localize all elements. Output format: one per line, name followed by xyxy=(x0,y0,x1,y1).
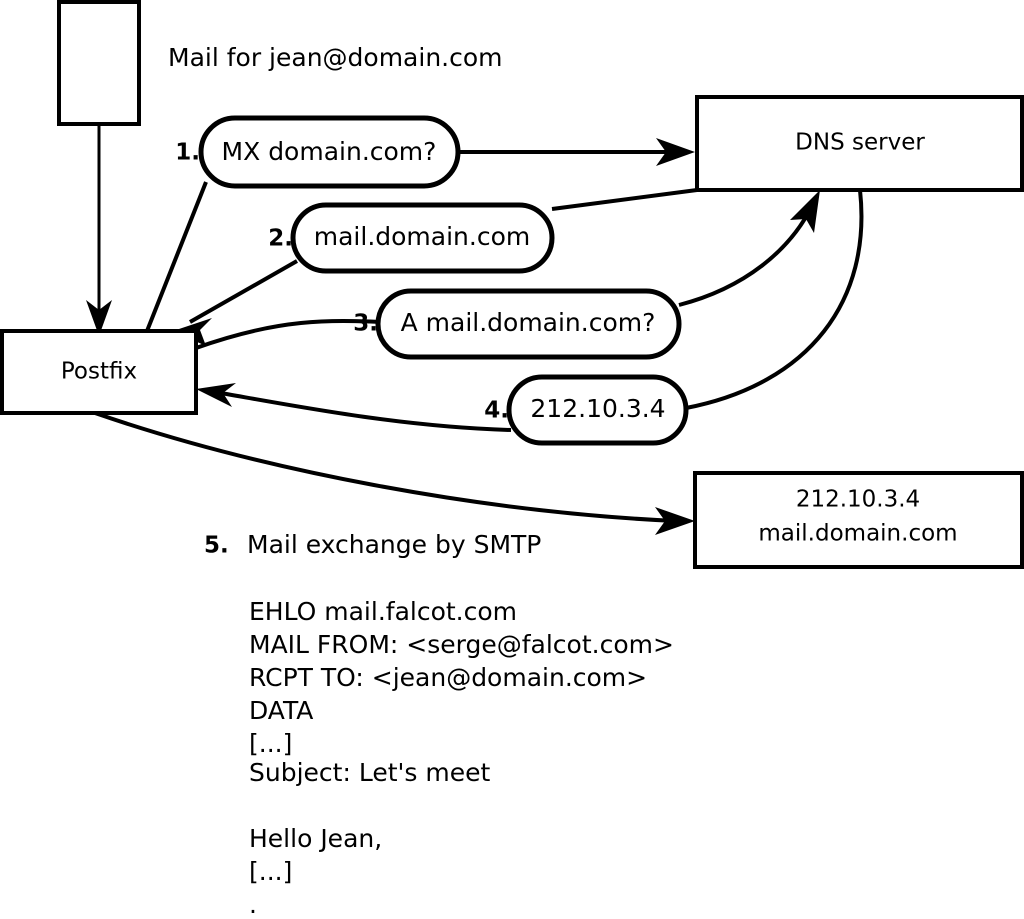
transcript-line-9: [...] xyxy=(249,857,292,886)
connector-dns-to-step4 xyxy=(685,189,864,410)
transcript-line-2: MAIL FROM: <serge@falcot.com> xyxy=(249,630,674,659)
step-bubble-3: A mail.domain.com? xyxy=(375,288,682,360)
step-bubble-4: 212.10.3.4 xyxy=(506,374,689,446)
node-target-host-label: mail.domain.com xyxy=(758,521,957,547)
step-bubble-1: MX domain.com? xyxy=(198,115,461,189)
step-number-1: 1. xyxy=(175,140,200,166)
node-sender-box xyxy=(57,0,141,126)
transcript-line-10: . xyxy=(249,890,257,919)
step-number-4: 4. xyxy=(484,398,509,424)
connector-step3-to-dns xyxy=(678,190,820,307)
node-postfix: Postfix xyxy=(0,329,198,415)
step-bubble-1-label: MX domain.com? xyxy=(222,137,437,166)
step-bubble-2-label: mail.domain.com xyxy=(314,222,530,251)
step-bubble-3-label: A mail.domain.com? xyxy=(401,308,656,337)
transcript-line-3: RCPT TO: <jean@domain.com> xyxy=(249,663,647,692)
node-target-mail-server: 212.10.3.4 mail.domain.com xyxy=(693,471,1024,569)
transcript-line-4: DATA xyxy=(249,696,313,725)
transcript-line-6: Subject: Let's meet xyxy=(249,758,490,787)
step-number-3: 3. xyxy=(353,311,378,337)
connector-step1-to-dns xyxy=(458,138,695,166)
step-5-label: Mail exchange by SMTP xyxy=(247,530,541,559)
node-dns-server: DNS server xyxy=(695,95,1024,192)
node-postfix-label: Postfix xyxy=(61,359,137,385)
step-bubble-2: mail.domain.com xyxy=(290,202,555,274)
connector-postfix-to-step1 xyxy=(145,181,208,332)
step-number-2: 2. xyxy=(268,226,293,252)
connector-dns-to-step2 xyxy=(551,188,698,211)
connector-postfix-to-target xyxy=(94,411,695,535)
transcript-line-5: [...] xyxy=(249,729,292,758)
step-number-5: 5. xyxy=(204,533,229,559)
transcript-line-1: EHLO mail.falcot.com xyxy=(249,597,517,626)
step-bubble-4-label: 212.10.3.4 xyxy=(530,394,665,423)
node-dns-server-label: DNS server xyxy=(795,130,925,156)
connector-sender-to-postfix xyxy=(86,124,112,336)
connector-step4-to-postfix xyxy=(196,383,512,432)
connector-postfix-to-step3 xyxy=(195,319,385,350)
transcript-line-8: Hello Jean, xyxy=(249,824,382,853)
node-target-ip-label: 212.10.3.4 xyxy=(796,487,920,513)
diagram-caption: Mail for jean@domain.com xyxy=(168,43,503,72)
